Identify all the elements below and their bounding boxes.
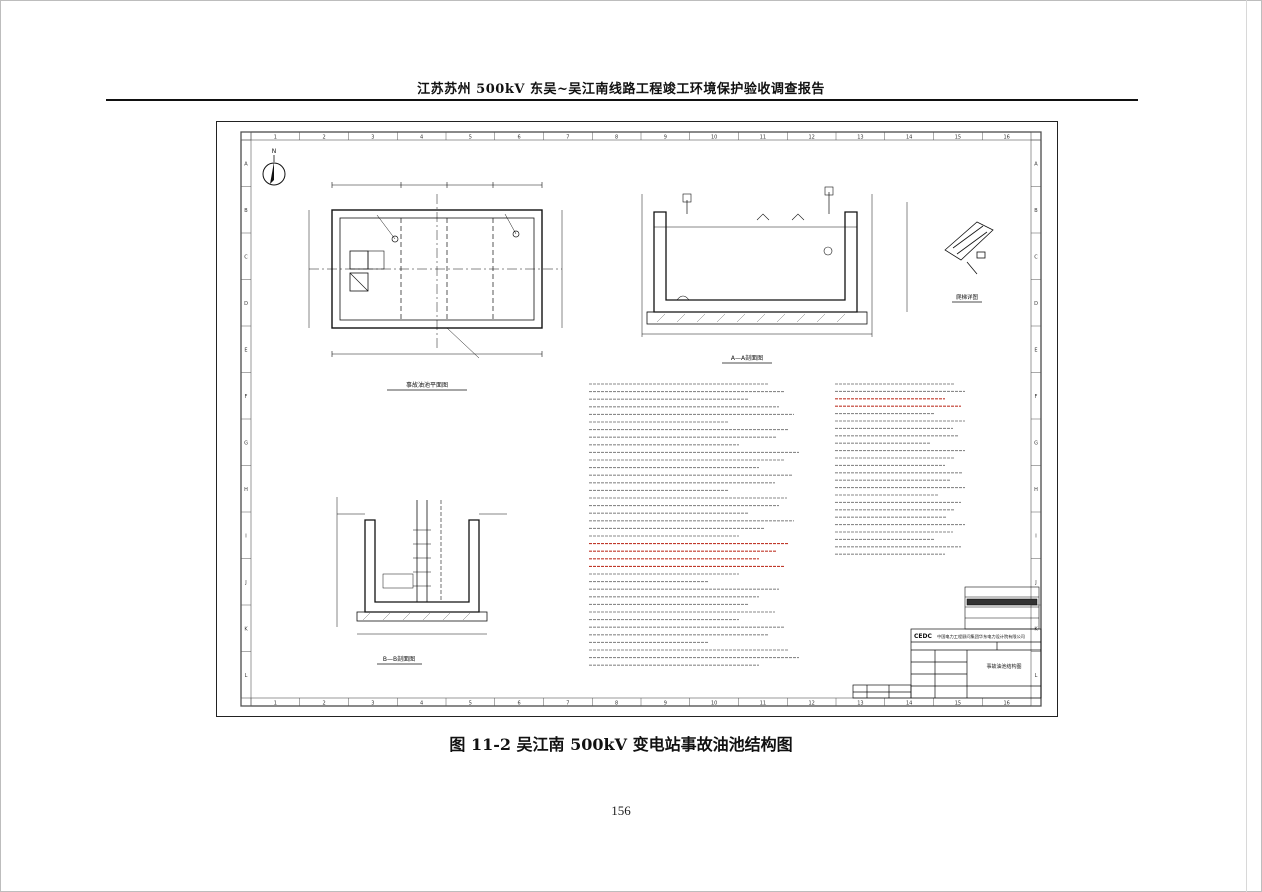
- title-block-drawing-name: 事故油池结构图: [986, 663, 1021, 670]
- row-letter: J: [1034, 580, 1036, 586]
- column-number: 8: [615, 701, 618, 707]
- row-letter: L: [1035, 673, 1038, 679]
- column-number: 12: [808, 135, 814, 141]
- approval-stamp: [964, 586, 1040, 630]
- column-number: 13: [857, 135, 863, 141]
- column-number: 14: [906, 701, 912, 707]
- column-number: 13: [857, 701, 863, 707]
- column-number: 16: [1003, 135, 1009, 141]
- row-letter: G: [244, 440, 248, 446]
- row-letter: B: [244, 208, 248, 214]
- column-number: 6: [518, 701, 521, 707]
- row-letter: A: [1034, 161, 1038, 167]
- section-aa-label: A—A剖面图: [731, 354, 763, 362]
- header-title: 江苏苏州 500kV 东吴~吴江南线路工程竣工环境保护验收调查报告: [417, 82, 825, 97]
- row-letter: D: [244, 301, 248, 307]
- column-number: 14: [906, 135, 912, 141]
- column-number: 8: [615, 135, 618, 141]
- section-bb-rungs: [413, 529, 431, 587]
- north-arrow-icon: [262, 155, 286, 186]
- plan-view-label: 事故油池平面图: [406, 381, 448, 389]
- section-bb-label: B—B剖面图: [383, 655, 415, 663]
- column-number: 5: [469, 135, 472, 141]
- column-number: 16: [1003, 701, 1009, 707]
- row-letter: E: [244, 347, 247, 353]
- column-number: 7: [566, 701, 569, 707]
- row-letter: D: [1034, 301, 1038, 307]
- row-letter: J: [244, 580, 246, 586]
- column-number: 9: [664, 701, 667, 707]
- title-block-company: 中国电力工程顾问集团华东电力设计院有限公司: [937, 633, 1025, 640]
- row-letter: C: [1034, 254, 1038, 260]
- plan-view: [308, 184, 563, 359]
- row-letter: E: [1034, 347, 1037, 353]
- column-number: 7: [566, 135, 569, 141]
- ladder-detail-label: 爬梯详图: [956, 293, 979, 301]
- section-aa-view: [641, 186, 908, 337]
- row-letter: I: [1035, 533, 1036, 539]
- notes-column-right: [835, 383, 965, 555]
- page-edge-line: [1246, 0, 1247, 892]
- row-letter: H: [1034, 487, 1038, 493]
- column-number: 15: [955, 701, 961, 707]
- column-number: 9: [664, 135, 667, 141]
- section-aa-hatch: [656, 313, 846, 323]
- section-bb-hatch: [362, 612, 471, 621]
- column-number: 1: [274, 701, 277, 707]
- header-rule: [106, 99, 1138, 101]
- row-letter: L: [245, 673, 248, 679]
- row-letter: A: [244, 161, 248, 167]
- column-number: 11: [760, 135, 766, 141]
- column-number: 4: [420, 701, 423, 707]
- row-letter: F: [1035, 394, 1038, 400]
- title-block: [852, 628, 1042, 699]
- row-letter: K: [244, 626, 248, 632]
- column-number: 15: [955, 135, 961, 141]
- row-letter: G: [1034, 440, 1038, 446]
- ladder-detail: [944, 221, 994, 275]
- column-number: 1: [274, 135, 277, 141]
- plan-dim-ticks: [331, 182, 543, 357]
- column-number: 10: [711, 135, 717, 141]
- notes-column-left: [589, 383, 799, 666]
- row-letters-left: A B C D E F G H I J K L: [244, 161, 248, 679]
- column-number: 12: [808, 701, 814, 707]
- row-letter: I: [245, 533, 246, 539]
- column-number: 3: [371, 701, 374, 707]
- column-number: 5: [469, 701, 472, 707]
- row-letter: H: [244, 487, 248, 493]
- page-number: 156: [611, 803, 631, 818]
- title-block-logo: CEDC: [914, 633, 932, 640]
- section-bb-view: [336, 497, 507, 635]
- row-letter: C: [244, 254, 248, 260]
- column-number: 10: [711, 701, 717, 707]
- column-number: 6: [518, 135, 521, 141]
- figure-caption: 图 11-2 吴江南 500kV 变电站事故油池结构图: [449, 735, 793, 754]
- column-number: 4: [420, 135, 423, 141]
- row-letter: F: [245, 394, 248, 400]
- column-number: 11: [760, 701, 766, 707]
- column-number: 2: [323, 701, 326, 707]
- column-number: 2: [323, 135, 326, 141]
- grid-ticks: [241, 132, 1041, 706]
- column-number: 3: [371, 135, 374, 141]
- row-letter: B: [1034, 208, 1038, 214]
- north-label: N: [272, 148, 277, 155]
